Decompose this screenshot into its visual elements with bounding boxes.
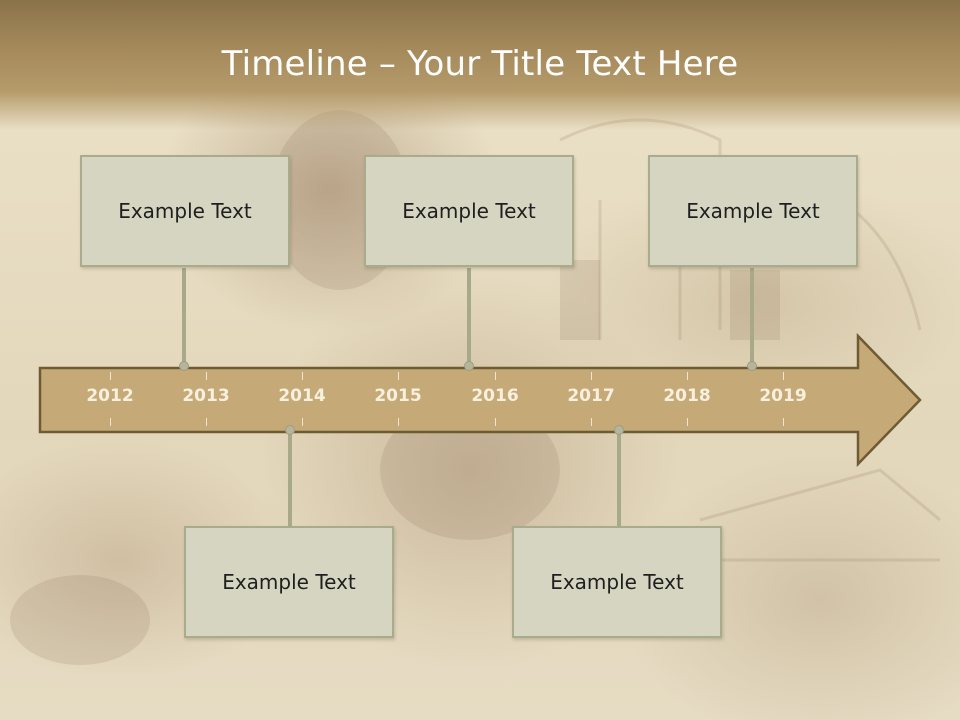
slide-title: Timeline – Your Title Text Here: [221, 44, 739, 84]
year-tick: [591, 418, 592, 426]
year-tick: [302, 418, 303, 426]
year-label-2016: 2016: [471, 386, 519, 406]
year-label-2013: 2013: [182, 386, 230, 406]
connector-bottom-2: [617, 430, 621, 526]
connector-top-2: [467, 268, 471, 366]
year-label-2014: 2014: [278, 386, 326, 406]
year-tick: [495, 372, 496, 380]
year-label-2019: 2019: [759, 386, 807, 406]
event-box-top-3: Example Text: [648, 155, 858, 267]
event-marker-bottom-1: [285, 425, 295, 435]
year-tick: [398, 418, 399, 426]
year-tick: [783, 418, 784, 426]
year-tick: [398, 372, 399, 380]
connector-top-3: [750, 268, 754, 366]
event-marker-top-3: [747, 361, 757, 371]
year-label-2012: 2012: [86, 386, 134, 406]
year-label-2015: 2015: [374, 386, 422, 406]
connector-bottom-1: [288, 430, 292, 526]
year-tick: [302, 372, 303, 380]
event-box-top-2: Example Text: [364, 155, 574, 267]
year-label-2018: 2018: [663, 386, 711, 406]
title-bar: [0, 0, 960, 130]
event-box-bottom-1: Example Text: [184, 526, 394, 638]
connector-top-1: [182, 268, 186, 366]
year-tick: [783, 372, 784, 380]
year-tick: [110, 418, 111, 426]
event-marker-top-2: [464, 361, 474, 371]
year-tick: [206, 372, 207, 380]
year-tick: [495, 418, 496, 426]
year-tick: [591, 372, 592, 380]
year-tick: [110, 372, 111, 380]
event-marker-top-1: [179, 361, 189, 371]
event-box-top-1: Example Text: [80, 155, 290, 267]
year-label-2017: 2017: [567, 386, 615, 406]
year-tick: [687, 372, 688, 380]
event-marker-bottom-2: [614, 425, 624, 435]
year-tick: [206, 418, 207, 426]
event-box-bottom-2: Example Text: [512, 526, 722, 638]
year-tick: [687, 418, 688, 426]
